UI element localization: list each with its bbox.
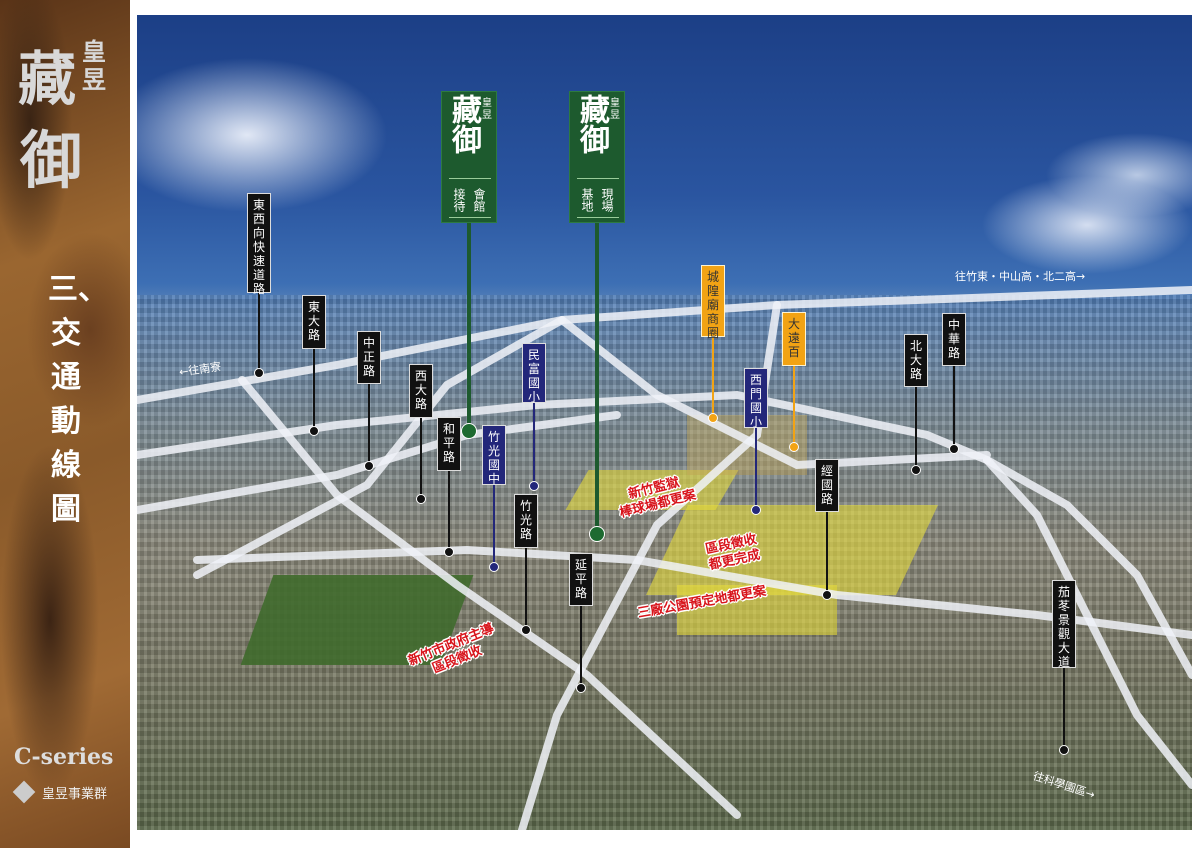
project-pin [589,526,605,542]
cube-logo-icon [12,780,36,804]
project-brand: 藏御 [574,94,609,154]
marker-stick [755,426,757,510]
marker-stick [368,382,370,466]
road-marker-heping-rd[interactable]: 和平路 [437,417,461,471]
marker-stick [712,335,714,418]
location-pin [708,413,718,423]
school-marker-ximen-elementary[interactable]: 西門國小 [744,368,768,429]
road-network [137,286,1192,830]
location-pin [521,625,531,635]
road-marker-dongda-rd[interactable]: 東大路 [302,295,326,349]
location-pin [576,683,586,693]
project-subtitle: 基地現場 [577,178,619,218]
road-marker-zhuguang-rd[interactable]: 竹光路 [514,494,538,548]
road-marker-east-west-expressway[interactable]: 東西向快速道路 [247,193,271,296]
location-pin [444,547,454,557]
project-pin [461,423,477,439]
marker-stick [953,365,955,449]
location-pin [911,465,921,475]
road-marker-xida-rd[interactable]: 西大路 [409,364,433,418]
marker-stick [580,605,582,688]
group-name: 皇昱事業群 [42,786,108,802]
road-marker-yanping-rd[interactable]: 延平路 [569,553,593,606]
marker-stick [1063,667,1065,750]
road-marker-zhonghua-rd[interactable]: 中華路 [942,313,966,366]
marker-stick [313,347,315,431]
location-pin [822,590,832,600]
location-pin [751,505,761,515]
marker-stick [420,417,422,499]
direction-zhudong-highways: 往竹東・中山高・北二高→ [955,270,1086,283]
road-marker-jingguo-rd[interactable]: 經國路 [815,459,839,512]
location-pin [489,562,499,572]
location-pin [364,461,374,471]
location-pin [416,494,426,504]
road-marker-jiadong-boulevard[interactable]: 茄苳景觀大道 [1052,580,1076,669]
marker-stick [258,292,260,373]
project-marker-reception-center[interactable]: 藏御 皇昱 接待會館 [441,91,497,223]
school-marker-minfu-elementary[interactable]: 民富國小 [522,343,546,404]
project-marker-site[interactable]: 藏御 皇昱 基地現場 [569,91,625,223]
group-logo: 皇昱事業群 [12,780,108,804]
location-pin [529,481,539,491]
location-pin [254,368,264,378]
section-title: 三、交通動線圖 [48,272,108,527]
road-marker-zhongzheng-rd[interactable]: 中正路 [357,331,381,384]
school-marker-zhuguang-junior-high[interactable]: 竹光國中 [482,425,506,486]
marker-stick [525,547,527,630]
series-label: C-series [14,744,114,770]
marker-stick [493,484,495,567]
project-subtitle: 接待會館 [449,178,491,218]
commerce-marker-far-eastern-dept[interactable]: 大遠百 [782,312,806,366]
marker-stick [826,511,828,595]
marker-stick [467,223,471,431]
marker-stick [448,470,450,552]
project-brand-small: 皇昱 [610,98,620,121]
road-marker-beida-rd[interactable]: 北大路 [904,334,928,387]
location-pin [1059,745,1069,755]
marker-stick [533,401,535,486]
sidebar: 藏 皇昱 御 三、交通動線圖 C-series 皇昱事業群 [0,0,130,848]
aerial-map: 東西向快速道路 東大路 中正路 西大路 和平路 竹光路 延平路 經國路 北大路 … [137,15,1192,830]
location-pin [949,444,959,454]
location-pin [309,426,319,436]
brand-logo-main-2: 御 [20,124,83,197]
brand-logo-main: 藏 [18,45,77,113]
marker-stick [595,223,599,534]
brand-logo-small: 皇昱 [82,38,106,94]
project-brand-small: 皇昱 [482,98,492,121]
project-brand: 藏御 [446,94,481,154]
commerce-marker-temple-district[interactable]: 城隍廟商圈 [701,265,725,340]
marker-stick [793,364,795,447]
location-pin [789,442,799,452]
marker-stick [915,386,917,470]
